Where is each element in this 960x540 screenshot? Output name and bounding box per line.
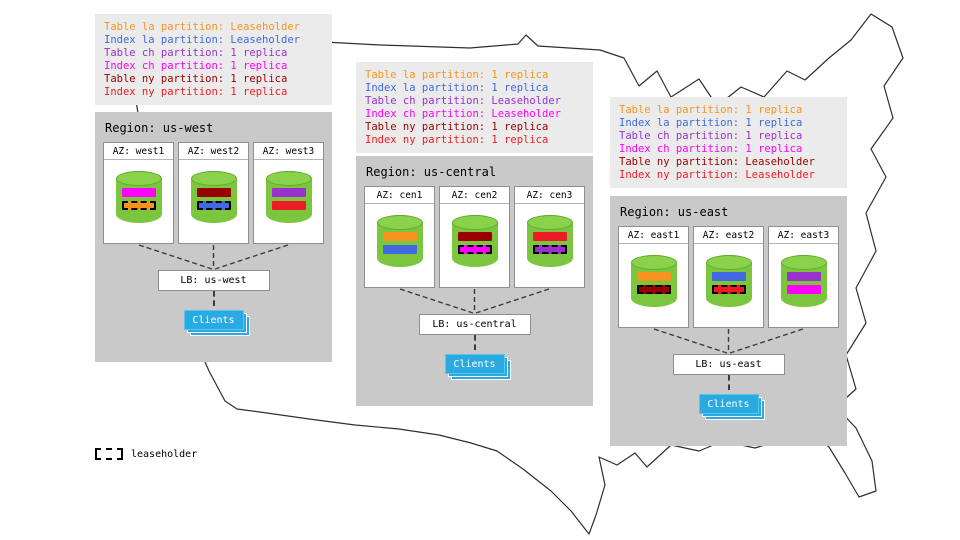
- database-cylinder-icon: [705, 255, 752, 307]
- note-line: Index ch partition: Leaseholder: [365, 108, 561, 120]
- partition-bar: [457, 245, 492, 254]
- note-line: Table la partition: 1 replica: [365, 69, 549, 81]
- database-cylinder-icon: [630, 255, 677, 307]
- database-cylinder-icon: [451, 215, 498, 267]
- region-title: Region: us-central: [366, 165, 497, 179]
- clients-box: Clients: [183, 310, 244, 330]
- clients-connector-line: [473, 335, 476, 350]
- partition-bar: [271, 188, 306, 197]
- load-balancer-box: LB: us-central: [418, 314, 531, 335]
- note-line: Index la partition: Leaseholder: [104, 34, 300, 46]
- note-line: Table ny partition: Leaseholder: [619, 156, 815, 168]
- lb-connector-lines: [653, 328, 804, 354]
- partition-bar: [532, 245, 567, 254]
- az-label: AZ: cen3: [515, 187, 584, 204]
- az-box-cen1: AZ: cen1: [364, 186, 435, 288]
- partition-bar: [636, 285, 671, 294]
- database-cylinder-icon: [780, 255, 827, 307]
- az-label: AZ: cen2: [440, 187, 509, 204]
- note-line: Index la partition: 1 replica: [365, 82, 549, 94]
- region-panel-us-west: Region: us-west AZ: west1 AZ: west2 AZ: …: [95, 112, 332, 362]
- notes-box-us-west: Table la partition: Leaseholder Index la…: [95, 14, 332, 105]
- partition-bar: [382, 232, 417, 241]
- load-balancer-box: LB: us-west: [157, 270, 270, 291]
- notes-box-us-east: Table la partition: 1 replica Index la p…: [610, 97, 847, 188]
- clients-box: Clients: [444, 354, 505, 374]
- az-box-west1: AZ: west1: [103, 142, 174, 244]
- partition-bar: [786, 285, 821, 294]
- note-line: Index ch partition: 1 replica: [104, 60, 288, 72]
- note-line: Index la partition: 1 replica: [619, 117, 803, 129]
- note-line: Index ch partition: 1 replica: [619, 143, 803, 155]
- note-line: Table ch partition: Leaseholder: [365, 95, 561, 107]
- partition-bar: [382, 245, 417, 254]
- note-line: Index ny partition: Leaseholder: [619, 169, 815, 181]
- partition-bar: [196, 201, 231, 210]
- load-balancer-box: LB: us-east: [672, 354, 785, 375]
- partition-bar: [121, 188, 156, 197]
- partition-bar: [532, 232, 567, 241]
- leaseholder-swatch-icon: [95, 448, 123, 460]
- region-title: Region: us-west: [105, 121, 214, 135]
- az-label: AZ: east3: [769, 227, 838, 244]
- partition-bar: [271, 201, 306, 210]
- lb-connector-lines: [138, 244, 289, 270]
- note-line: Table ny partition: 1 replica: [104, 73, 288, 85]
- az-row: AZ: east1 AZ: east2 AZ: east3: [618, 226, 839, 328]
- az-label: AZ: west2: [179, 143, 248, 160]
- note-line: Index ny partition: 1 replica: [104, 86, 288, 98]
- note-line: Index ny partition: 1 replica: [365, 134, 549, 146]
- note-line: Table la partition: 1 replica: [619, 104, 803, 116]
- notes-box-us-central: Table la partition: 1 replica Index la p…: [356, 62, 593, 153]
- legend-label: leaseholder: [131, 448, 198, 460]
- clients-box: Clients: [698, 394, 759, 414]
- az-box-east2: AZ: east2: [693, 226, 764, 328]
- clients-stack: Clients: [444, 354, 511, 380]
- az-box-cen3: AZ: cen3: [514, 186, 585, 288]
- note-line: Table ny partition: 1 replica: [365, 121, 549, 133]
- clients-connector-line: [212, 291, 215, 306]
- region-title: Region: us-east: [620, 205, 729, 219]
- az-label: AZ: cen1: [365, 187, 434, 204]
- database-cylinder-icon: [115, 171, 162, 223]
- az-box-west2: AZ: west2: [178, 142, 249, 244]
- partition-bar: [711, 272, 746, 281]
- partition-bar: [636, 272, 671, 281]
- database-cylinder-icon: [376, 215, 423, 267]
- az-box-west3: AZ: west3: [253, 142, 324, 244]
- partition-bar: [711, 285, 746, 294]
- az-row: AZ: west1 AZ: west2 AZ: west3: [103, 142, 324, 244]
- az-row: AZ: cen1 AZ: cen2 AZ: cen3: [364, 186, 585, 288]
- partition-bar: [457, 232, 492, 241]
- region-panel-us-central: Region: us-central AZ: cen1 AZ: cen2 AZ:…: [356, 156, 593, 406]
- legend: leaseholder: [95, 448, 197, 460]
- note-line: Table ch partition: 1 replica: [104, 47, 288, 59]
- az-box-cen2: AZ: cen2: [439, 186, 510, 288]
- clients-stack: Clients: [183, 310, 250, 336]
- database-cylinder-icon: [265, 171, 312, 223]
- partition-bar: [786, 272, 821, 281]
- clients-stack: Clients: [698, 394, 765, 420]
- database-cylinder-icon: [526, 215, 573, 267]
- partition-bar: [196, 188, 231, 197]
- partition-bar: [121, 201, 156, 210]
- az-label: AZ: east1: [619, 227, 688, 244]
- lb-connector-lines: [399, 288, 550, 314]
- database-cylinder-icon: [190, 171, 237, 223]
- az-label: AZ: east2: [694, 227, 763, 244]
- az-label: AZ: west1: [104, 143, 173, 160]
- note-line: Table la partition: Leaseholder: [104, 21, 300, 33]
- az-box-east3: AZ: east3: [768, 226, 839, 328]
- az-box-east1: AZ: east1: [618, 226, 689, 328]
- region-panel-us-east: Region: us-east AZ: east1 AZ: east2 AZ: …: [610, 196, 847, 446]
- note-line: Table ch partition: 1 replica: [619, 130, 803, 142]
- clients-connector-line: [727, 375, 730, 390]
- az-label: AZ: west3: [254, 143, 323, 160]
